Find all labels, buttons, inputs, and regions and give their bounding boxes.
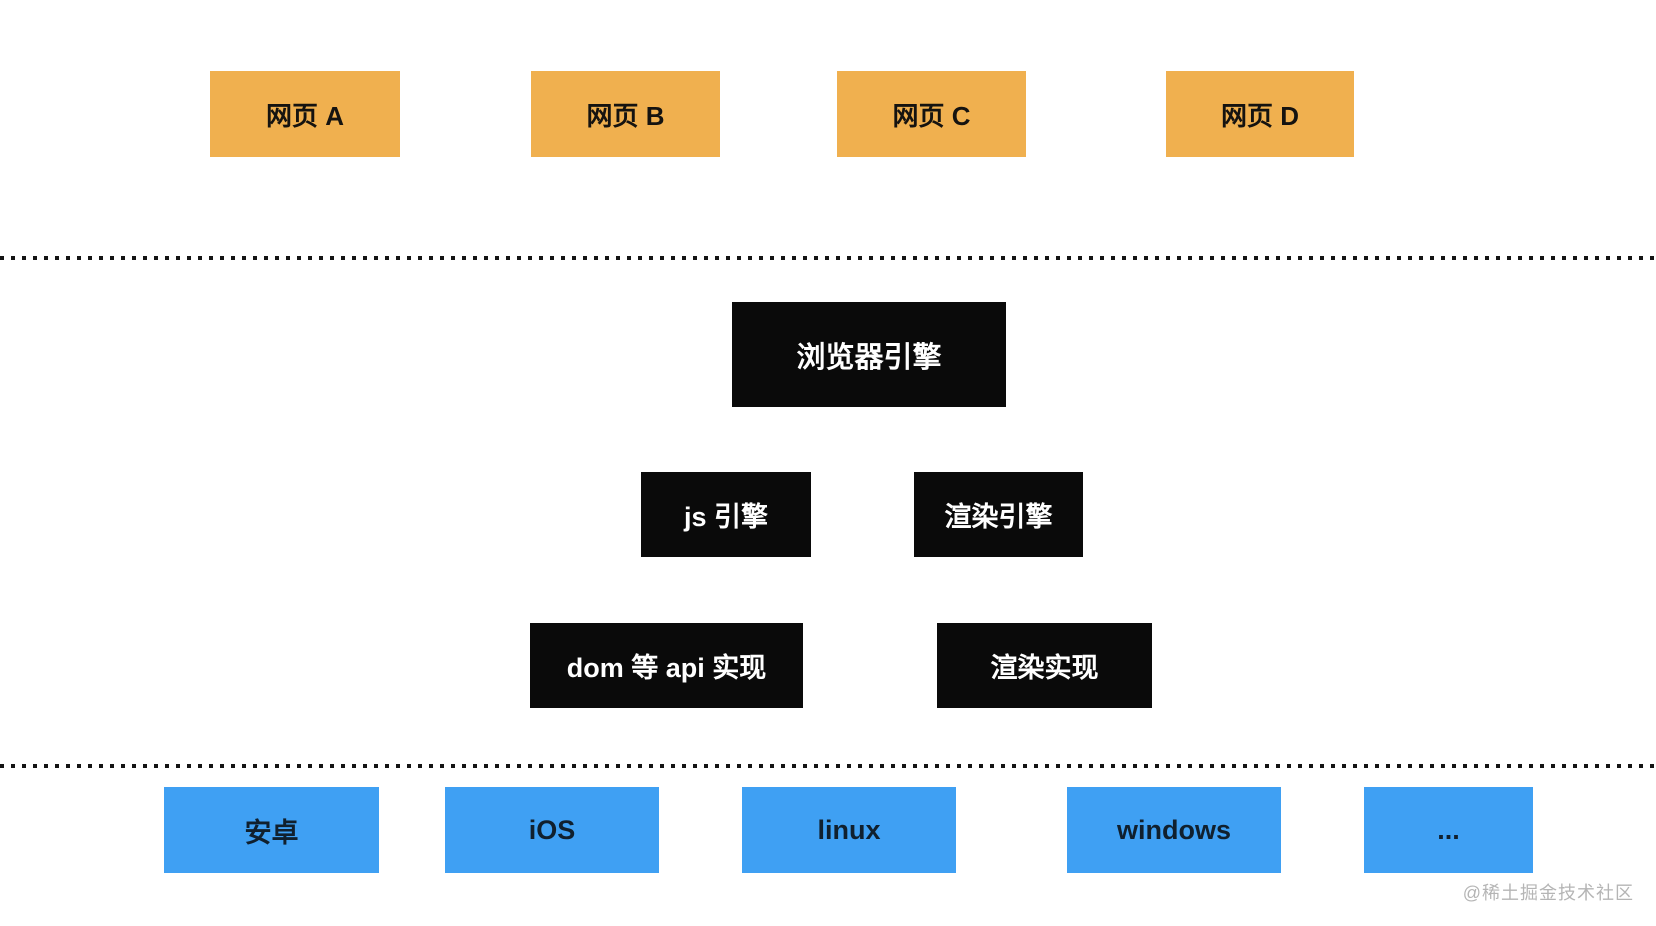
separator-line-top (0, 256, 1656, 260)
render-engine-box: 渲染引擎 (914, 472, 1083, 557)
webpage-c-box: 网页 C (837, 71, 1026, 157)
js-engine-box: js 引擎 (641, 472, 811, 557)
platform-linux-box: linux (742, 787, 956, 873)
platform-windows-box: windows (1067, 787, 1281, 873)
webpage-d-box: 网页 D (1166, 71, 1354, 157)
webpage-b-box: 网页 B (531, 71, 720, 157)
platform-ios-box: iOS (445, 787, 659, 873)
render-implementation-box: 渲染实现 (937, 623, 1152, 708)
platform-android-box: 安卓 (164, 787, 379, 873)
dom-api-implementation-box: dom 等 api 实现 (530, 623, 803, 708)
separator-line-bottom (0, 764, 1656, 768)
platform-more-box: ... (1364, 787, 1533, 873)
watermark: @稀土掘金技术社区 (1462, 883, 1634, 903)
browser-engine-box: 浏览器引擎 (732, 302, 1006, 407)
webpage-a-box: 网页 A (210, 71, 400, 157)
